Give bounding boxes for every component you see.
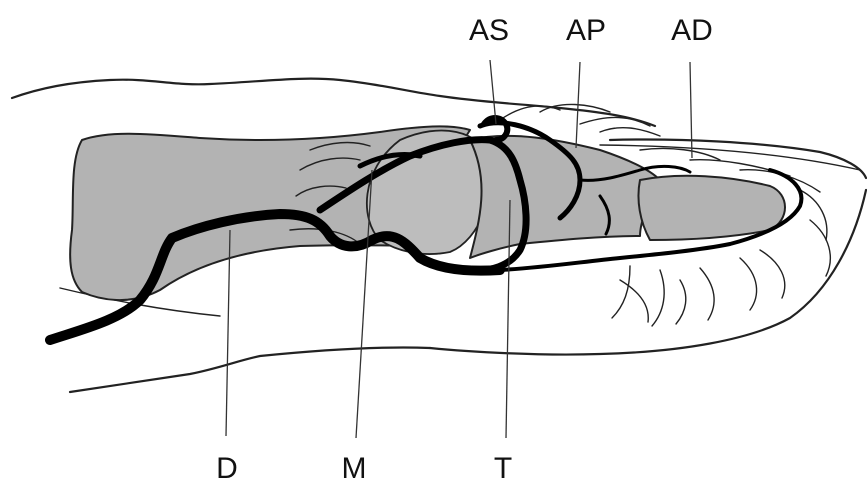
leader-as [490,60,496,124]
label-ap: AP [566,14,606,47]
labels: AS AP AD D M T [216,14,713,485]
label-ad: AD [671,14,713,47]
leader-ad [690,62,692,158]
label-as: AS [469,14,509,47]
label-m: M [342,452,367,485]
label-t: T [494,452,512,485]
label-d: D [216,452,238,485]
distal-phalanx [638,176,785,240]
leader-d [226,230,230,436]
